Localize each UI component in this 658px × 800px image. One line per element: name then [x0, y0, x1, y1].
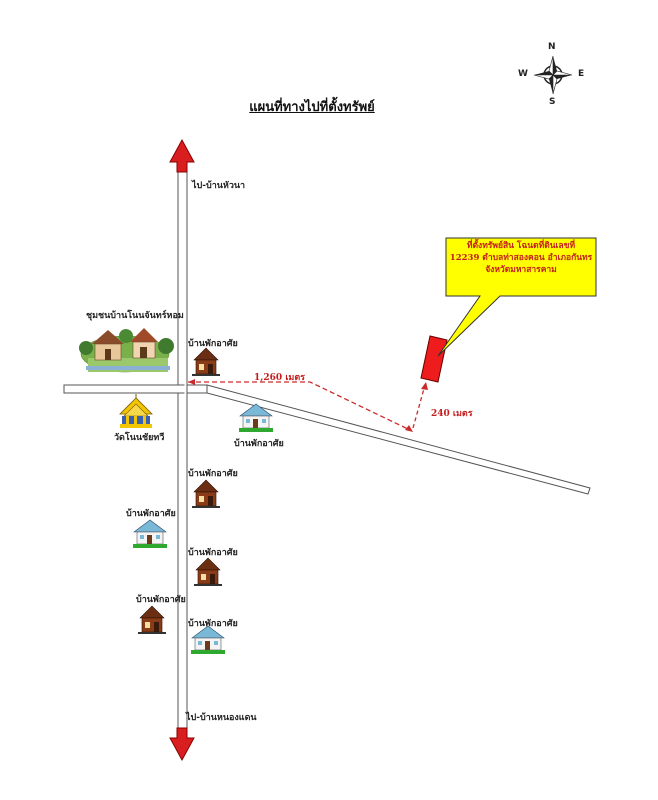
brown-house-icon	[192, 347, 220, 376]
distance-spur-label: 240 เมตร	[431, 409, 473, 419]
house-label: บ้านพักอาศัย	[234, 439, 284, 449]
property-marker	[420, 335, 448, 383]
map-title: แผนที่ทางไปที่ตั้งทรัพย์	[249, 100, 375, 115]
compass-south-label: S	[549, 97, 556, 107]
road-to-property	[206, 384, 591, 495]
brown-house-icon	[192, 479, 220, 508]
white-house-icon	[133, 519, 167, 548]
house-label: บ้านพักอาศัย	[136, 595, 186, 605]
compass-rose-icon	[533, 55, 573, 95]
callout-line-1: ที่ตั้งทรัพย์สิน โฉนดที่ดินเลขที่	[466, 241, 576, 251]
house-label: บ้านพักอาศัย	[188, 619, 238, 629]
arrow-north-icon	[169, 138, 195, 173]
house-label: บ้านพักอาศัย	[188, 469, 238, 479]
road-north-south	[177, 157, 188, 741]
arrow-south-icon	[169, 727, 195, 762]
distance-path-spur	[412, 384, 426, 429]
compass: N S W E	[518, 42, 588, 108]
brown-house-icon	[138, 605, 166, 634]
white-house-icon	[191, 625, 225, 654]
distance-arrowhead-end-icon	[405, 425, 413, 432]
brown-house-icon	[194, 557, 222, 586]
community-illustration-icon	[79, 328, 174, 373]
temple-icon	[119, 394, 153, 428]
house-label: บ้านพักอาศัย	[188, 548, 238, 558]
road-south-label: ไป-บ้านหนองแดน	[186, 713, 257, 723]
callout-line-3: จังหวัดมหาสารคาม	[485, 265, 557, 275]
distance-arrowhead-icon	[188, 379, 195, 385]
white-house-icon	[239, 403, 273, 432]
callout-line-2: 12239 ตำบลท่าสองคอน อำเภอกันทร	[449, 253, 593, 263]
community-label: ชุมชนบ้านโนนจันทร์หอม	[86, 311, 184, 321]
property-callout-text: ที่ตั้งทรัพย์สิน โฉนดที่ดินเลขที่ 12239 …	[446, 240, 596, 276]
house-label: บ้านพักอาศัย	[126, 509, 176, 519]
distance-main-label: 1,260 เมตร	[254, 373, 306, 383]
road-north-label: ไป-บ้านหัวนา	[192, 181, 246, 191]
spur-arrowhead-icon	[421, 382, 428, 390]
compass-north-label: N	[548, 42, 556, 52]
compass-west-label: W	[518, 69, 528, 79]
property-callout	[437, 237, 597, 357]
house-label: บ้านพักอาศัย	[188, 339, 238, 349]
temple-label: วัดโนนชัยทวี	[114, 433, 165, 443]
distance-path-main	[188, 381, 411, 431]
compass-east-label: E	[578, 69, 585, 79]
